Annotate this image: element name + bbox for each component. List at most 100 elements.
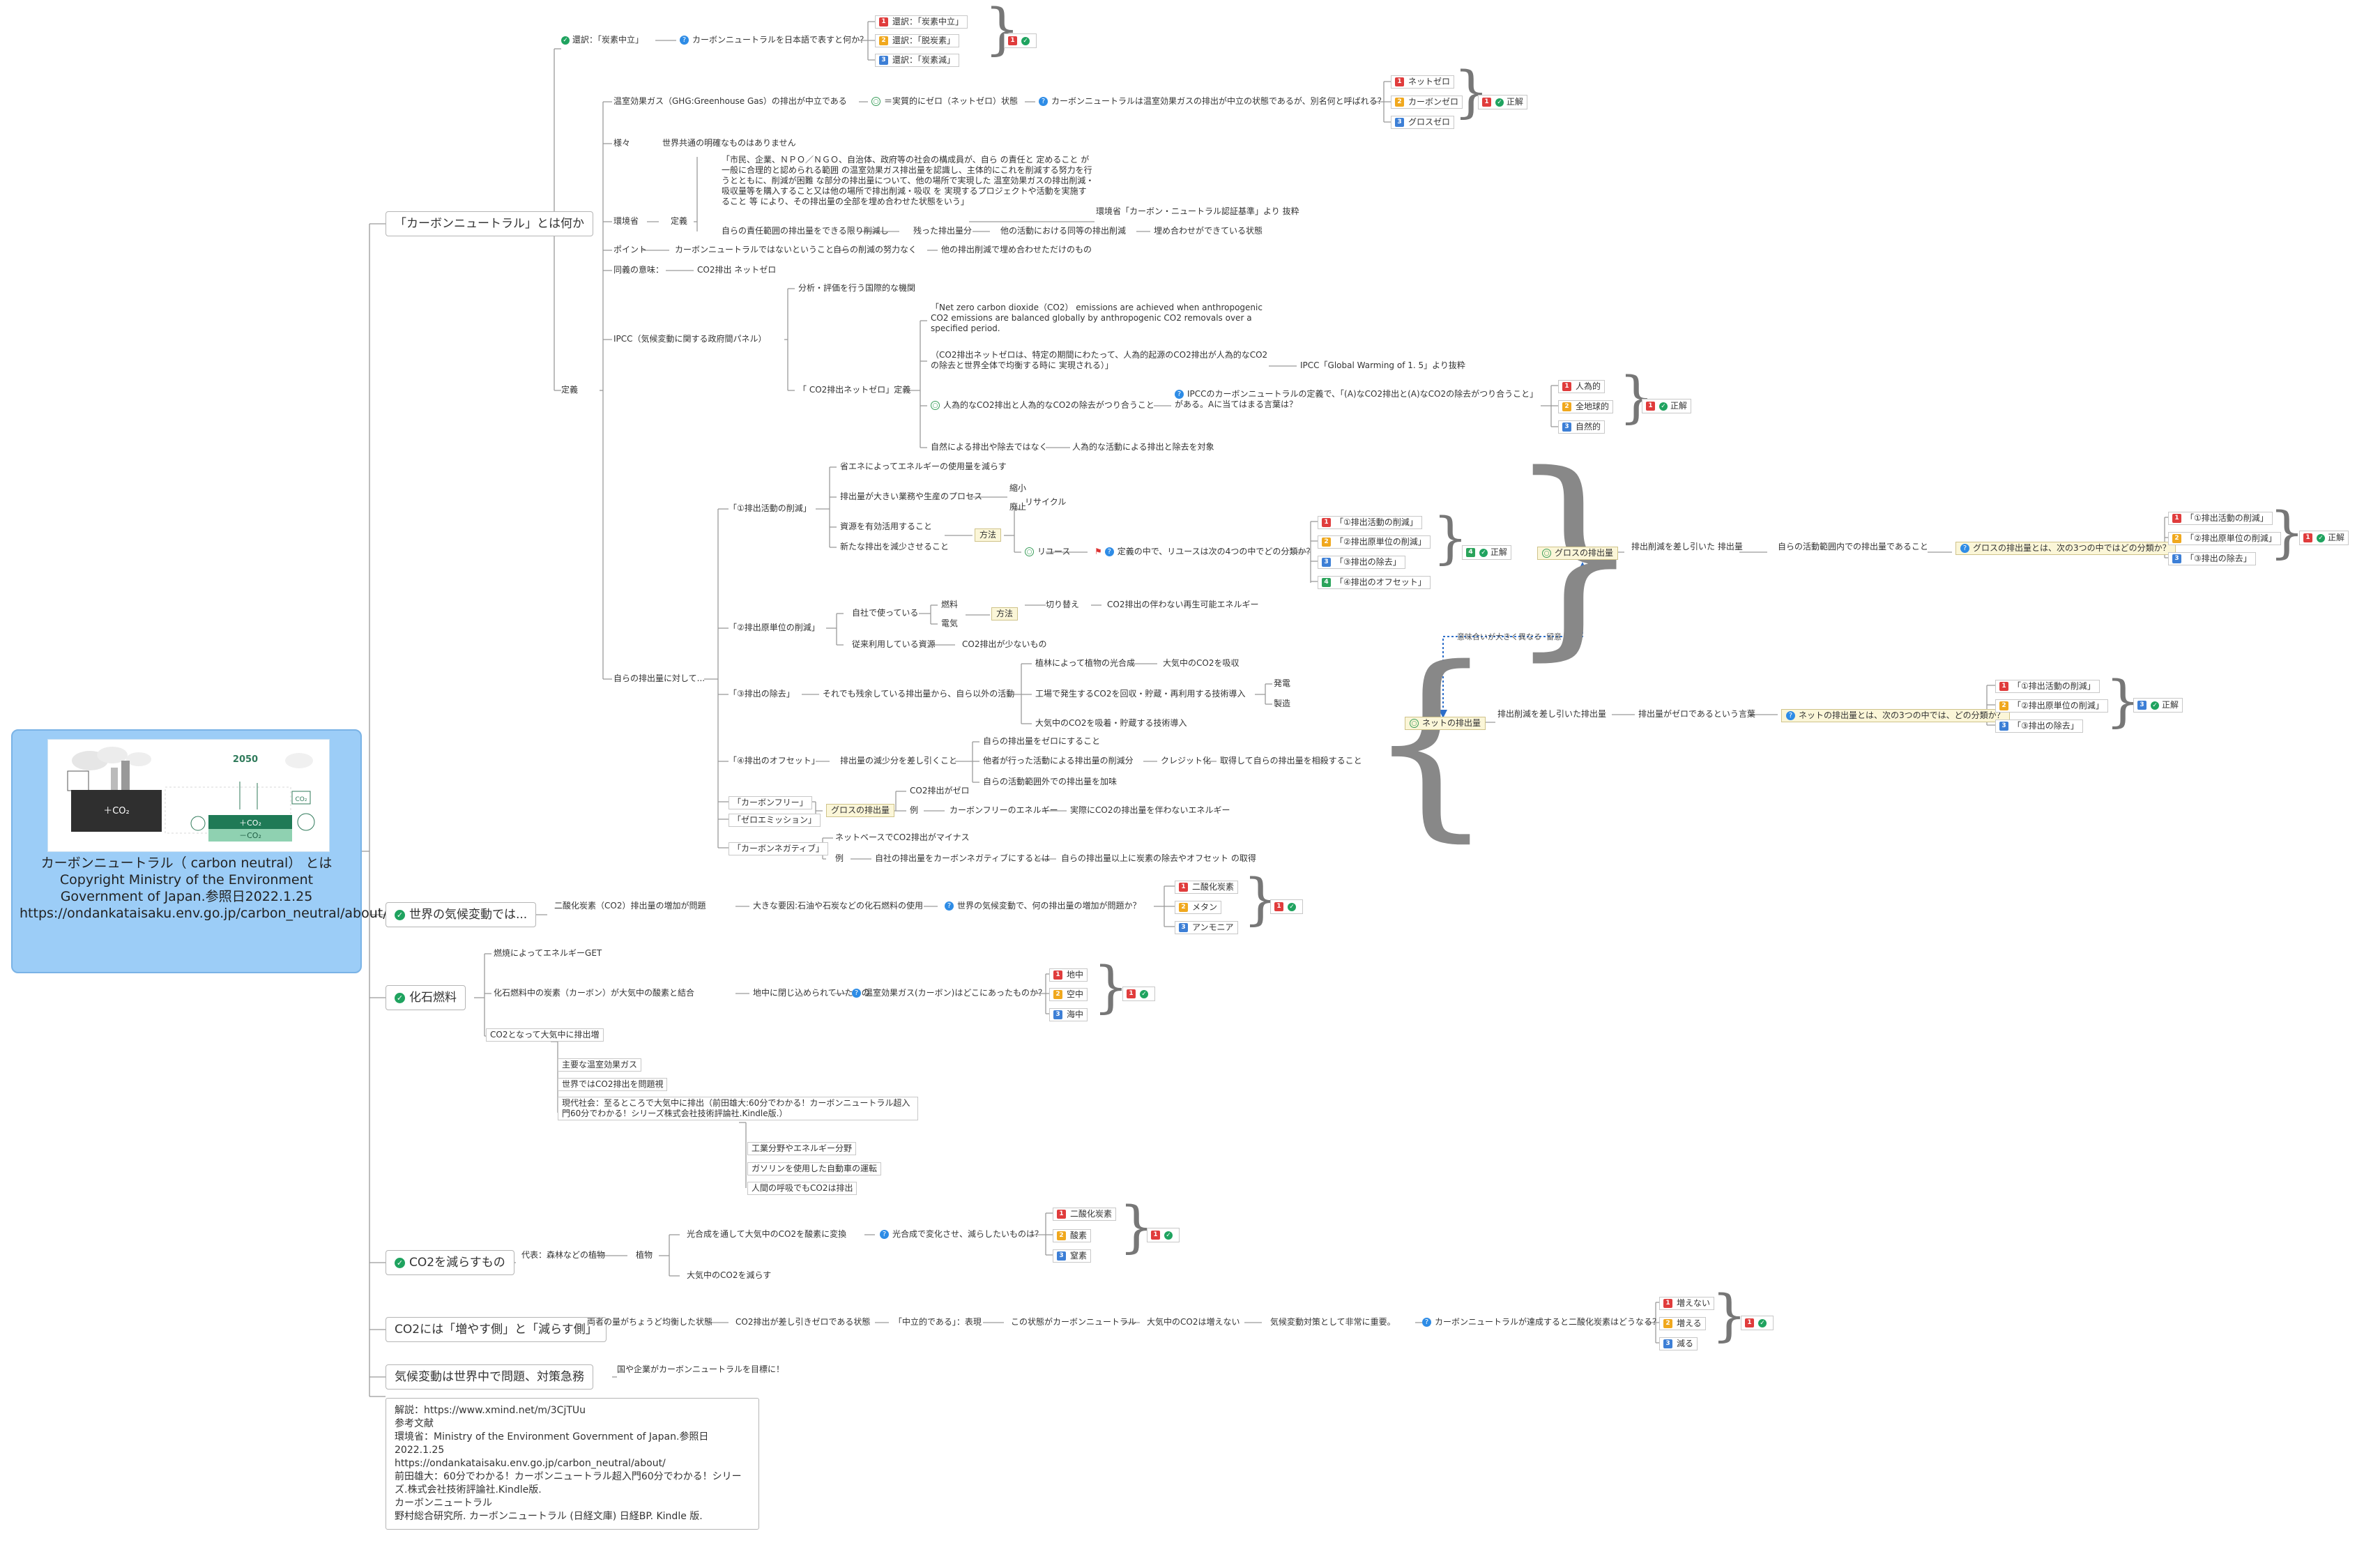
ipcc-en-definition[interactable]: 「Net zero carbon dioxide（CO2） emissions … <box>931 303 1263 333</box>
b5-chain-6[interactable]: 気候変動対策として非常に重要。 <box>1270 1317 1396 1327</box>
translation-question[interactable]: ?カーボンニュートラルを日本語で表すと何か？ <box>680 35 868 45</box>
natural-node-2[interactable]: 人為的な活動による排出と除去を対象 <box>1072 442 1214 452</box>
reduction-4[interactable]: 「④排出のオフセット」 <box>729 756 820 766</box>
natural-node[interactable]: 自然による排出や除去ではなく <box>931 442 1048 452</box>
b5-chain-2[interactable]: CO2排出が差し引きゼロである状態 <box>735 1317 871 1327</box>
r4-text[interactable]: 排出量の減少分を差し引くこと <box>840 756 958 766</box>
option-3[interactable]: 3「③排出の除去」 <box>1318 556 1405 569</box>
option-2[interactable]: 2「②排出原単位の削減」 <box>2168 532 2281 545</box>
net-emission-node[interactable]: ○ネットの排出量 <box>1405 717 1486 730</box>
b4-question[interactable]: ?光合成で変化させ、減らしたいものは？ <box>880 1229 1043 1240</box>
rei-node[interactable]: 例 <box>910 805 919 815</box>
kankyo-node[interactable]: 環境省 <box>613 216 639 226</box>
option-2[interactable]: 2「②排出原単位の削減」 <box>1318 535 1431 549</box>
option-2[interactable]: 2「②排出原単位の削減」 <box>1995 699 2108 713</box>
r4-item-3[interactable]: 自らの活動範囲外での排出量を加味 <box>983 777 1118 786</box>
r4-credit-2[interactable]: 取得して自らの排出量を相殺すること <box>1220 756 1362 766</box>
point-node[interactable]: ポイント <box>613 245 648 254</box>
r2-old[interactable]: 従来利用している資源 <box>852 639 936 649</box>
b2-question[interactable]: ?世界の気候変動で、何の排出量の増加が問題か？ <box>945 901 1141 911</box>
r3-text[interactable]: それでも残余している排出量から、自ら以外の活動 <box>823 689 1015 699</box>
gross-desc[interactable]: 排出削減を差し引いた 排出量 <box>1631 542 1743 551</box>
reuse-node[interactable]: ○リユース <box>1025 547 1070 557</box>
b3-c3-item-1[interactable]: 主要な温室効果ガス <box>558 1058 642 1072</box>
cn-rei[interactable]: 例 <box>835 853 844 863</box>
cf-energy[interactable]: カーボンフリーのエネルギー <box>950 805 1058 815</box>
r2-fuel[interactable]: 燃料 <box>941 600 959 609</box>
b2-chain-2[interactable]: 大きな要因:石油や石炭などの化石燃料の使用 <box>753 901 924 911</box>
root-topic[interactable]: ＋CO₂ 2050 ＋CO₂ －CO₂ CO₂ カーボンニュートラル（ carb… <box>11 729 388 973</box>
b3-c2[interactable]: 化石燃料中の炭素（カーボン）が大気中の酸素と結合 <box>494 988 695 998</box>
gross-zero[interactable]: CO2排出がゼロ <box>910 786 970 796</box>
kankyo-chain-1[interactable]: 自らの責任範囲の排出量をできる限り削減し <box>722 226 889 236</box>
option-3[interactable]: 3「③排出の除去」 <box>1995 720 2083 733</box>
b3-question[interactable]: ?温室効果ガス(カーボン)はどこにあったものか？ <box>852 988 1046 998</box>
r3-item-1[interactable]: 植林によって植物の光合成 <box>1035 658 1136 668</box>
r2-self[interactable]: 自社で使っている <box>852 608 919 618</box>
cf-energy-2[interactable]: 実際にCO2の排出量を伴わないエネルギー <box>1070 805 1230 815</box>
b4-c1[interactable]: 代表：森林などの植物 <box>521 1250 606 1260</box>
b4-c4[interactable]: 大気中のCO2を減らす <box>687 1270 772 1280</box>
kankyo-chain-4[interactable]: 埋め合わせができている状態 <box>1154 226 1263 236</box>
ipcc-source[interactable]: IPCC「Global Warming of 1. 5」より抜粋 <box>1300 360 1465 370</box>
b3-c3-item-2[interactable]: 世界ではCO2排出を問題視 <box>558 1078 668 1091</box>
reduction-3[interactable]: 「③排出の除去」 <box>729 689 795 699</box>
ipcc-node[interactable]: IPCC（気候変動に関する政府間パネル） <box>613 334 767 344</box>
r1-item-1[interactable]: 省エネによってエネルギーの使用量を減らす <box>840 462 1007 471</box>
topic-carbon-neutral-what[interactable]: 「カーボンニュートラル」とは何か <box>386 211 593 236</box>
r3-item-2[interactable]: 工場で発生するCO2を回収・貯蔵・再利用する技術導入 <box>1035 689 1246 699</box>
gross-desc-2[interactable]: 自らの活動範囲内での排出量であること <box>1778 542 1928 551</box>
option-1[interactable]: 1「①排出活動の削減」 <box>1995 680 2100 693</box>
ghg-eq[interactable]: ○＝実質的にゼロ（ネットゼロ）状態 <box>871 96 1018 107</box>
ipcc-jp-definition[interactable]: （CO2排出ネットゼロは、特定の期間にわたって、人為的起源のCO2排出が人為的な… <box>931 350 1268 370</box>
method-1[interactable]: 方法 <box>975 528 1002 542</box>
cn-net[interactable]: ネットベースでCO2排出がマイナス <box>835 832 970 842</box>
small-2[interactable]: 廃止 <box>1009 502 1027 512</box>
topic-co2-reducers[interactable]: ✓CO2を減らすもの <box>386 1250 514 1275</box>
r4-credit[interactable]: クレジット化 <box>1161 756 1212 766</box>
carbon-negative-node[interactable]: 「カーボンネガティブ」 <box>729 842 829 855</box>
gross-group-node[interactable]: グロスの排出量 <box>826 804 895 817</box>
b3-c4-item-1[interactable]: 工業分野やエネルギー分野 <box>747 1142 857 1155</box>
point-chain-2[interactable]: 自らの削減の努力なく <box>833 245 917 254</box>
b3-c4-item-3[interactable]: 人間の呼吸でもCO2は排出 <box>747 1182 857 1195</box>
ipcc-def-label[interactable]: 「 CO2排出ネットゼロ」定義 <box>798 385 911 395</box>
net-desc-2[interactable]: 排出量がゼロであるという言葉 <box>1638 709 1755 719</box>
reduction-1[interactable]: 「①排出活動の削減」 <box>729 503 811 513</box>
option-1[interactable]: 1「①排出活動の削減」 <box>2168 512 2273 525</box>
r1-item-3[interactable]: 資源を有効活用すること <box>840 522 933 531</box>
b3-c1[interactable]: 燃焼によってエネルギーGET <box>494 948 602 958</box>
teigi-node[interactable]: 定義 <box>561 385 579 395</box>
topic-urgent-measures[interactable]: 気候変動は世界中で問題、対策急務 <box>386 1364 593 1390</box>
translation-node[interactable]: ✓還訳：「炭素中立」 <box>561 35 643 45</box>
r1-item-2[interactable]: 排出量が大きい業務や生産のプロセス <box>840 492 983 501</box>
douki-value[interactable]: CO2排出 ネットゼロ <box>697 265 777 275</box>
ipcc-role[interactable]: 分析・評価を行う国際的な機関 <box>798 283 916 293</box>
r2-old-2[interactable]: CO2排出が少ないもの <box>962 639 1047 649</box>
option-1[interactable]: 1「①排出活動の削減」 <box>1318 516 1422 529</box>
r2-switch[interactable]: 切り替え <box>1046 600 1080 609</box>
ipcc-balance[interactable]: ○人為的なCO2排出と人為的なCO2の除去がつり合うこと <box>931 400 1154 411</box>
reduction-2[interactable]: 「②排出原単位の削減」 <box>729 623 820 632</box>
samazama-note[interactable]: 世界共通の明確なものはありません <box>662 138 796 148</box>
r3-absorb[interactable]: 大気中のCO2を吸収 <box>1163 658 1240 668</box>
r2-switch-2[interactable]: CO2排出の伴わない再生可能エネルギー <box>1107 600 1259 609</box>
r1-item-4[interactable]: 新たな排出を減少させること <box>840 542 950 551</box>
ghg-node[interactable]: 温室効果ガス（GHG:Greenhouse Gas）の排出が中立である <box>613 96 847 106</box>
point-chain-1[interactable]: カーボンニュートラルではないということ <box>675 245 834 254</box>
